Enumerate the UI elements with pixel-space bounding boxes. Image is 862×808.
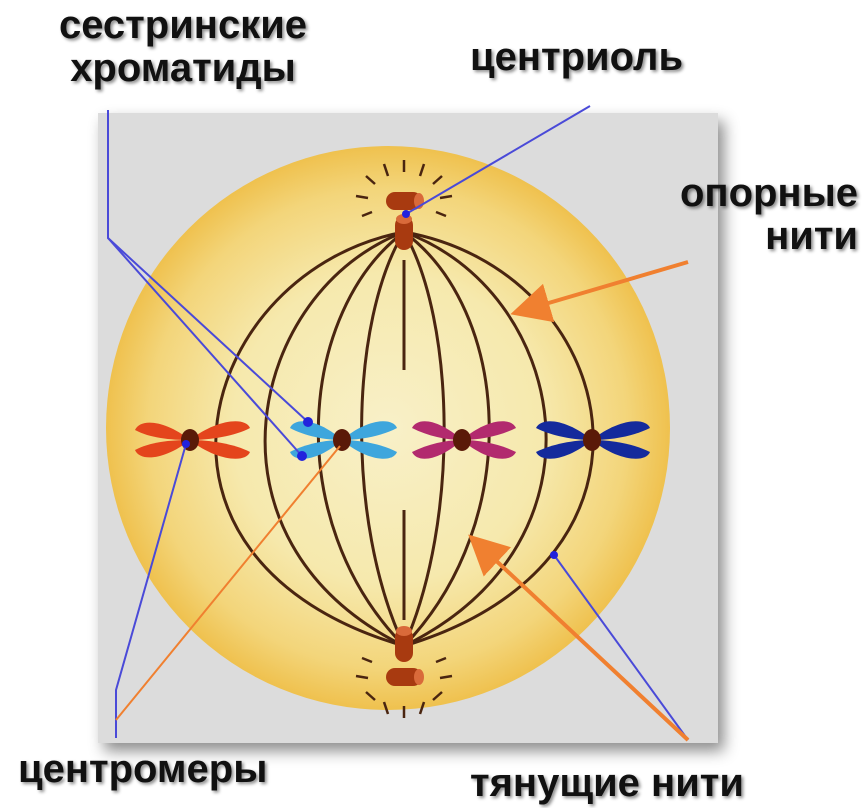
orange-pointers [115,260,690,742]
label-centromeres: центромеры [18,747,268,791]
chromosome-dark-blue [536,421,650,459]
centromere-light-blue [333,429,351,451]
arrow-pulling-fibers [468,534,690,742]
centromere-dark-blue [583,429,601,451]
pointer-centriole [405,105,591,215]
chromosome-magenta [412,421,516,459]
spindle-fibers [214,230,595,648]
arrow-support-fibers [510,260,689,323]
centriole-top [386,192,424,250]
aster-bottom [355,656,453,718]
label-centriole: центриоль [470,35,684,79]
label-sister-chromatids-line1: сестринские [58,3,308,47]
pointer-centromere-red [115,443,187,738]
centromere-red [181,429,199,451]
blue-pointers [107,105,689,741]
aster-top [355,160,453,218]
chromosome-red [135,421,250,459]
label-sister-chromatids: сестринские хроматиды [18,3,348,91]
label-sister-chromatids-line2: хроматиды [70,46,296,91]
label-pulling-fibers: тянущие нити [470,761,744,805]
pointer-pulling-fiber [553,554,689,741]
centromere-magenta [453,429,471,451]
pointer-centromere-light-blue [115,445,341,721]
blue-pointer-dots [182,210,558,559]
label-support-fibers: опорные нити [622,171,858,259]
centriole-bottom [386,626,424,686]
pointer-sister-chromatids-2 [107,237,303,457]
label-support-fibers-line2: нити [765,214,858,259]
label-support-fibers-line1: опорные [679,171,858,215]
